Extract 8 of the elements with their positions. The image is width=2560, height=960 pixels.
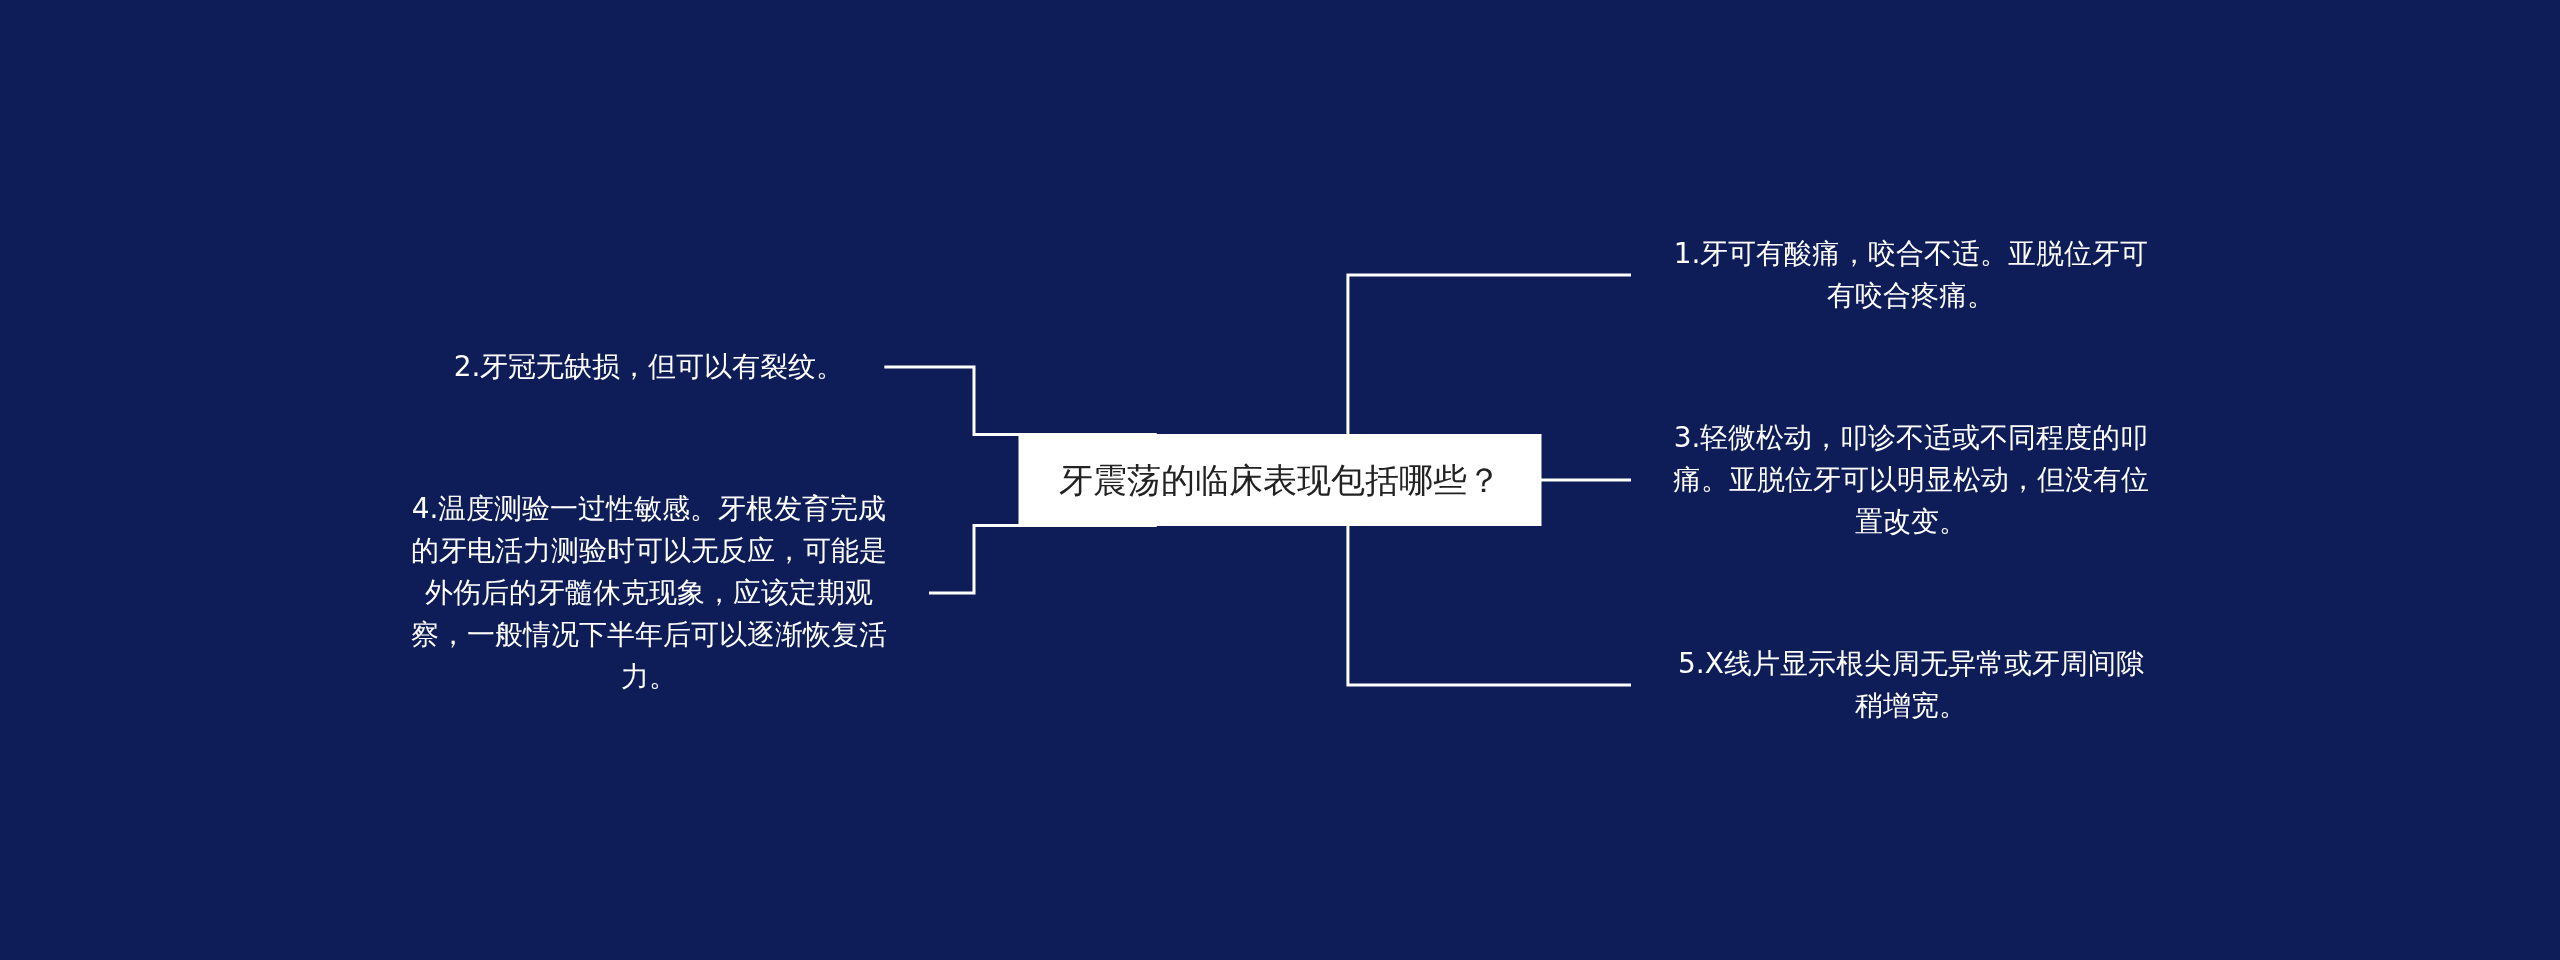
node-text: 1.牙可有酸痛，咬合不适。亚脱位牙可有咬合疼痛。 <box>1673 237 2149 312</box>
connector <box>1346 273 1631 435</box>
node-text: 3.轻微松动，叩诊不适或不同程度的叩痛。亚脱位牙可以明显松动，但没有位置改变。 <box>1673 421 2149 538</box>
connector <box>1346 525 1631 687</box>
node-text: 4.温度测验一过性敏感。牙根发育完成的牙电活力测验时可以无反应，可能是外伤后的牙髓休克现象，应该定期观察，一般情况下半年后可以逐渐恢复活力。 <box>411 492 887 693</box>
node-text: 2.牙冠无缺损，但可以有裂纹。 <box>453 350 845 383</box>
node-box: 牙震荡的临床表现包括哪些？ <box>1018 434 1542 526</box>
node-text: 5.X线片显示根尖周无异常或牙周间隙稍增宽。 <box>1678 647 2144 722</box>
